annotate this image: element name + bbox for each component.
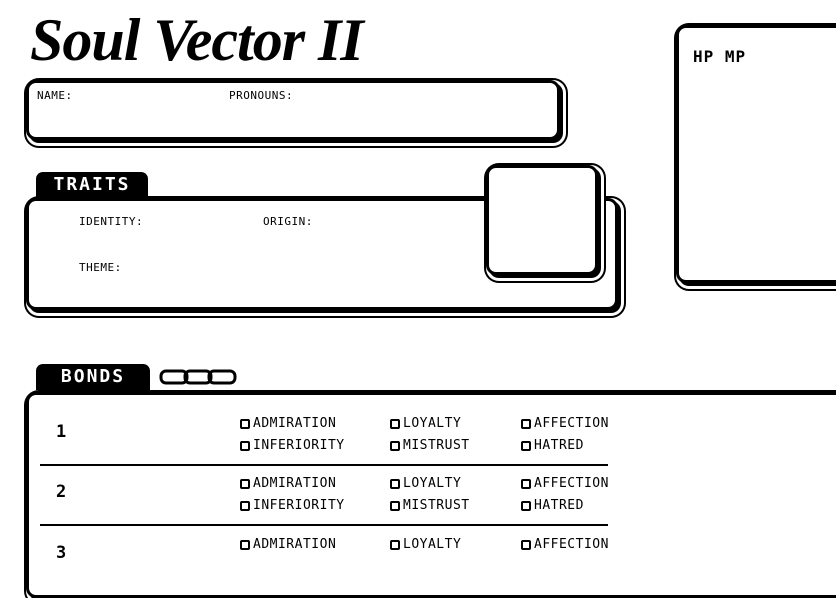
bond-number: 3 bbox=[56, 543, 67, 563]
bond-divider bbox=[40, 524, 608, 526]
checkbox-icon bbox=[390, 478, 400, 489]
bond-option-checkbox[interactable]: AFFECTION bbox=[521, 416, 609, 431]
bond-option-label: LOYALTY bbox=[403, 476, 462, 491]
hp-mp-box: HP MP bbox=[676, 25, 836, 283]
bond-option-label: INFERIORITY bbox=[253, 498, 345, 513]
checkbox-icon bbox=[240, 478, 250, 489]
bond-option-label: AFFECTION bbox=[534, 476, 609, 491]
bond-option-checkbox[interactable]: HATRED bbox=[521, 438, 584, 453]
bond-option-checkbox[interactable]: INFERIORITY bbox=[240, 438, 345, 453]
hp-mp-label: HP MP bbox=[693, 47, 747, 66]
identity-trait-label: IDENTITY: bbox=[79, 215, 144, 228]
bond-option-checkbox[interactable]: MISTRUST bbox=[390, 498, 470, 513]
bond-option-label: INFERIORITY bbox=[253, 438, 345, 453]
checkbox-icon bbox=[521, 440, 531, 451]
bonds-tab: BONDS bbox=[36, 364, 150, 390]
checkbox-icon bbox=[521, 418, 531, 429]
bond-option-checkbox[interactable]: ADMIRATION bbox=[240, 416, 336, 431]
checkbox-icon bbox=[240, 500, 250, 511]
bond-option-label: ADMIRATION bbox=[253, 537, 337, 552]
bond-option-checkbox[interactable]: LOYALTY bbox=[390, 416, 461, 431]
checkbox-icon bbox=[240, 539, 250, 550]
origin-label: ORIGIN: bbox=[263, 215, 313, 228]
bond-option-label: MISTRUST bbox=[403, 498, 470, 513]
portrait-box bbox=[486, 165, 598, 275]
identity-box: NAME: PRONOUNS: bbox=[26, 80, 560, 140]
checkbox-icon bbox=[390, 539, 400, 550]
checkbox-icon bbox=[521, 539, 531, 550]
bond-option-checkbox[interactable]: HATRED bbox=[521, 498, 584, 513]
bond-option-label: LOYALTY bbox=[403, 537, 462, 552]
bond-number: 1 bbox=[56, 422, 67, 442]
chain-icon bbox=[159, 369, 237, 385]
bond-option-label: ADMIRATION bbox=[253, 476, 337, 491]
checkbox-icon bbox=[390, 440, 400, 451]
bond-option-checkbox[interactable]: INFERIORITY bbox=[240, 498, 345, 513]
traits-tab: TRAITS bbox=[36, 172, 148, 198]
bond-option-label: ADMIRATION bbox=[253, 416, 337, 431]
checkbox-icon bbox=[390, 500, 400, 511]
bond-option-label: AFFECTION bbox=[534, 537, 609, 552]
checkbox-icon bbox=[521, 500, 531, 511]
bond-option-checkbox[interactable]: LOYALTY bbox=[390, 476, 461, 491]
checkbox-icon bbox=[240, 418, 250, 429]
bond-option-label: MISTRUST bbox=[403, 438, 470, 453]
bond-option-checkbox[interactable]: MISTRUST bbox=[390, 438, 470, 453]
bond-option-label: LOYALTY bbox=[403, 416, 462, 431]
pronouns-label: PRONOUNS: bbox=[229, 89, 294, 102]
name-label: NAME: bbox=[37, 89, 73, 102]
bond-option-label: HATRED bbox=[534, 498, 584, 513]
bond-option-label: HATRED bbox=[534, 438, 584, 453]
bond-divider bbox=[40, 464, 608, 466]
bond-option-label: AFFECTION bbox=[534, 416, 609, 431]
bond-option-checkbox[interactable]: ADMIRATION bbox=[240, 476, 336, 491]
checkbox-icon bbox=[390, 418, 400, 429]
bond-option-checkbox[interactable]: ADMIRATION bbox=[240, 537, 336, 552]
sheet-title: Soul Vector II bbox=[30, 7, 364, 73]
bond-number: 2 bbox=[56, 482, 67, 502]
bond-option-checkbox[interactable]: LOYALTY bbox=[390, 537, 461, 552]
bond-option-checkbox[interactable]: AFFECTION bbox=[521, 537, 609, 552]
bond-option-checkbox[interactable]: AFFECTION bbox=[521, 476, 609, 491]
checkbox-icon bbox=[240, 440, 250, 451]
theme-label: THEME: bbox=[79, 261, 122, 274]
checkbox-icon bbox=[521, 478, 531, 489]
